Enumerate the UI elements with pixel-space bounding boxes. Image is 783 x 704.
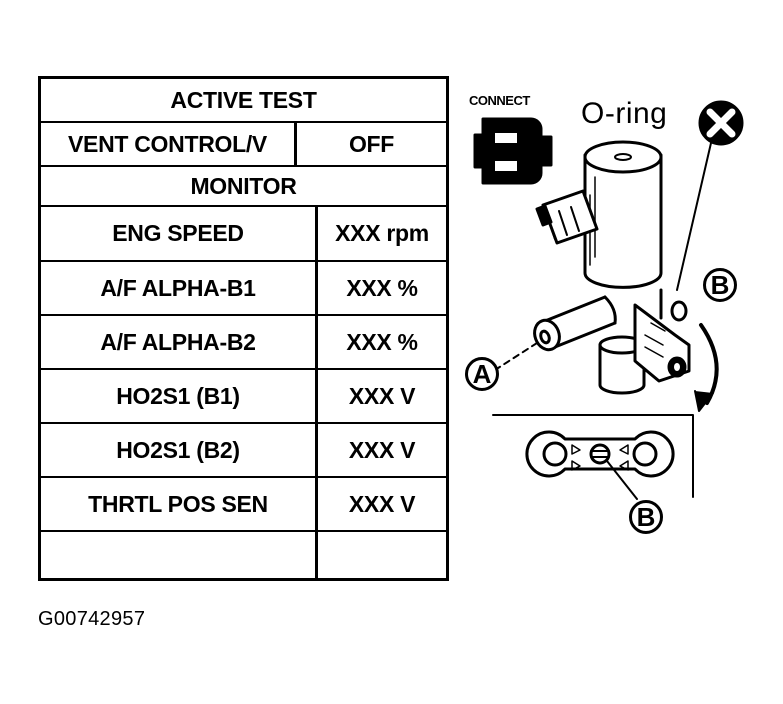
monitor-header: MONITOR bbox=[190, 172, 297, 199]
callout-b-detail: B bbox=[629, 500, 663, 534]
o-ring-label: O-ring bbox=[581, 97, 668, 130]
table-row bbox=[41, 532, 446, 578]
consult-data-table: ACTIVE TEST VENT CONTROL/V OFF MONITOR E… bbox=[38, 76, 449, 581]
row-label: A/F ALPHA-B2 bbox=[41, 316, 318, 368]
row-label: ENG SPEED bbox=[41, 207, 318, 260]
row-label: THRTL POS SEN bbox=[41, 478, 318, 530]
active-test-header-row: ACTIVE TEST bbox=[41, 79, 446, 123]
row-value: XXX V bbox=[348, 382, 416, 409]
active-test-header: ACTIVE TEST bbox=[170, 86, 317, 113]
figure-code: G00742957 bbox=[38, 608, 146, 630]
table-row: A/F ALPHA-B2 XXX % bbox=[41, 316, 446, 370]
table-row: THRTL POS SEN XXX V bbox=[41, 478, 446, 532]
row-label: HO2S1 (B2) bbox=[41, 424, 318, 476]
row-value: XXX % bbox=[346, 274, 418, 301]
table-row: A/F ALPHA-B1 XXX % bbox=[41, 262, 446, 316]
connect-label: CONNECT bbox=[469, 93, 530, 108]
valve-illustration bbox=[473, 100, 744, 500]
row-value: XXX % bbox=[346, 328, 418, 355]
row-value: XXX V bbox=[348, 490, 416, 517]
row-label bbox=[41, 532, 318, 578]
rotation-arrow-icon bbox=[694, 323, 719, 412]
callout-b: B bbox=[703, 268, 737, 302]
monitor-header-row: MONITOR bbox=[41, 167, 446, 207]
table-row: HO2S1 (B2) XXX V bbox=[41, 424, 446, 478]
row-label: HO2S1 (B1) bbox=[41, 370, 318, 422]
callout-a: A bbox=[465, 357, 499, 391]
row-value bbox=[318, 532, 446, 578]
connector-icon bbox=[473, 117, 553, 185]
vent-control-valve-figure: CONNECT O-ring A B B bbox=[455, 85, 775, 545]
table-row: ENG SPEED XXX rpm bbox=[41, 207, 446, 262]
row-value: XXX V bbox=[348, 436, 416, 463]
active-item-label: VENT CONTROL/V bbox=[41, 123, 297, 165]
prohibited-x-icon bbox=[698, 100, 744, 146]
active-item-row: VENT CONTROL/V OFF bbox=[41, 123, 446, 167]
row-value: XXX rpm bbox=[335, 220, 429, 246]
row-label: A/F ALPHA-B1 bbox=[41, 262, 318, 314]
active-item-value: OFF bbox=[348, 130, 395, 157]
table-row: HO2S1 (B1) XXX V bbox=[41, 370, 446, 424]
